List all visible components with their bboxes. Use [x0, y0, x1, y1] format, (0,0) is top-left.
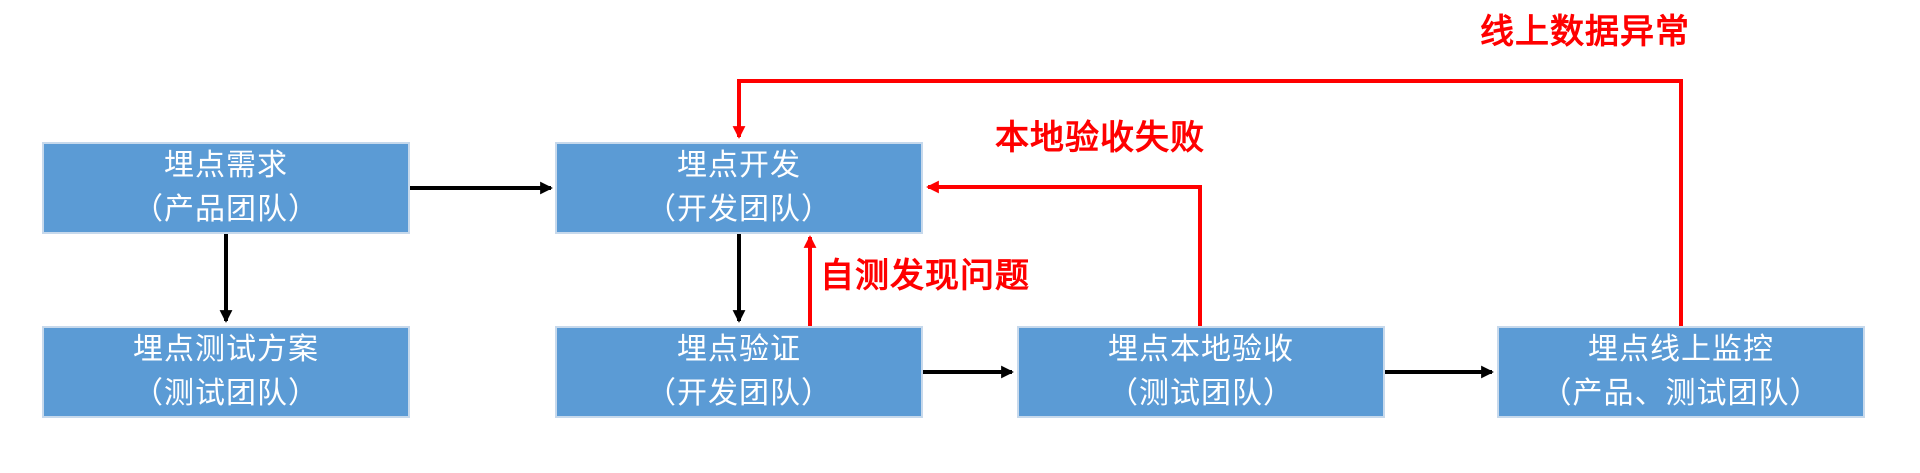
node-title: 埋点本地验收: [1108, 333, 1294, 366]
arrow-local-acceptance-failed-feedback: [926, 180, 1202, 326]
node-tracking-online-monitoring: 埋点线上监控 （产品、测试团队）: [1497, 326, 1865, 418]
edge-label-selftest-found-issue: 自测发现问题: [820, 258, 1030, 295]
arrow-online-anomaly-feedback: [732, 79, 1683, 326]
node-tracking-requirement: 埋点需求 （产品团队）: [42, 142, 410, 234]
node-title: 埋点需求: [164, 149, 288, 182]
node-team: （开发团队）: [646, 377, 832, 410]
node-team: （产品团队）: [133, 193, 319, 226]
edge-label-local-acceptance-failed: 本地验收失败: [995, 120, 1205, 157]
node-title: 埋点验证: [677, 333, 801, 366]
node-team: （开发团队）: [646, 193, 832, 226]
node-tracking-local-acceptance: 埋点本地验收 （测试团队）: [1017, 326, 1385, 418]
node-title: 埋点开发: [677, 149, 801, 182]
edge-label-online-data-anomaly: 线上数据异常: [1480, 14, 1690, 51]
node-team: （测试团队）: [1108, 377, 1294, 410]
node-title: 埋点测试方案: [133, 333, 319, 366]
node-team: （产品、测试团队）: [1541, 377, 1821, 410]
node-title: 埋点线上监控: [1588, 333, 1774, 366]
node-tracking-development: 埋点开发 （开发团队）: [555, 142, 923, 234]
node-tracking-test-plan: 埋点测试方案 （测试团队）: [42, 326, 410, 418]
node-tracking-verification: 埋点验证 （开发团队）: [555, 326, 923, 418]
node-team: （测试团队）: [133, 377, 319, 410]
